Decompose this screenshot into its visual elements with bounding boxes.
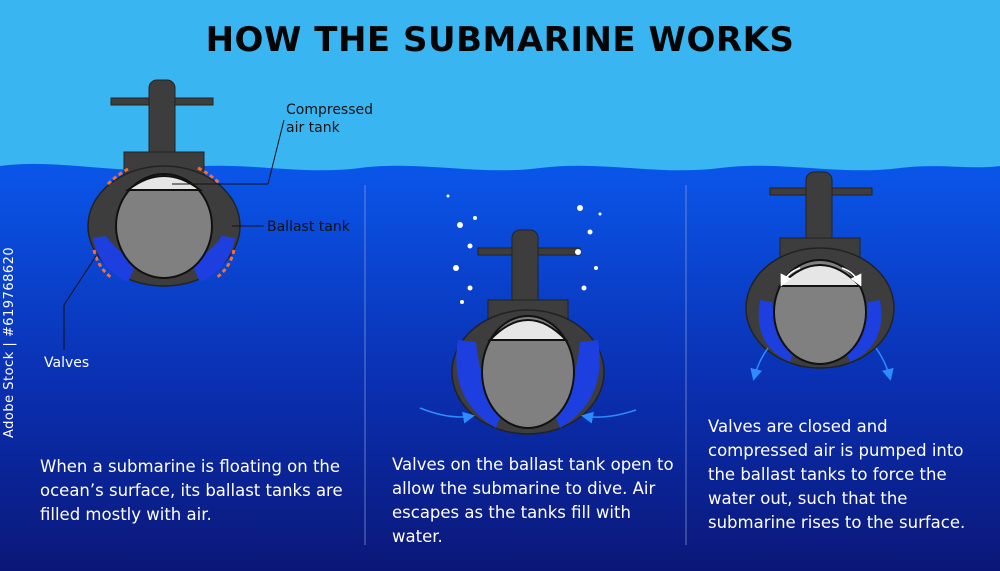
water-in-arrow-left [419, 407, 475, 424]
panel-3-description: Valves are closed and compressed air is … [708, 417, 966, 532]
water-out-arrow-left [750, 347, 769, 381]
bubble [446, 194, 450, 198]
bubble [594, 266, 598, 270]
pressure-hull [115, 173, 213, 279]
panel-1-description: When a submarine is floating on the ocea… [40, 457, 343, 524]
bubble [467, 243, 473, 249]
compressed-air-tank [125, 175, 203, 191]
label-ballast-tank: Ballast tank [267, 219, 350, 235]
bubble [598, 212, 602, 216]
callout-line-valves [63, 255, 97, 306]
bubble [460, 300, 464, 304]
bubble [467, 285, 473, 291]
valve-top-left [106, 166, 131, 186]
label-compressed-air-tank: Compressed air tank [286, 102, 374, 136]
bubble [587, 229, 593, 235]
ballast-water-left [93, 236, 137, 282]
air-bubbles [446, 194, 602, 304]
bubble [473, 216, 477, 220]
submarine-surface [87, 79, 241, 287]
submarine-rising [745, 171, 895, 381]
bubble [453, 265, 459, 271]
ballast-water-right [191, 236, 235, 282]
label-valves: Valves [44, 355, 90, 371]
valve-bottom-right [215, 249, 236, 280]
compressed-air-tank [487, 319, 569, 341]
callout-line-air-tank [267, 119, 285, 185]
bubble [575, 249, 581, 255]
page-title: HOW THE SUBMARINE WORKS [205, 20, 795, 60]
air-flow-arrow-right [841, 267, 862, 287]
bubble [581, 285, 587, 291]
water-in-arrow-right [581, 409, 637, 424]
bubble [577, 205, 583, 211]
air-flow-arrow-left [780, 267, 801, 287]
pressure-hull [481, 315, 575, 429]
panel-2-description: Valves on the ballast tank open to allow… [392, 455, 674, 546]
stock-id-text: Adobe Stock | #619768620 [2, 246, 17, 438]
valve-top-right [197, 166, 222, 186]
bubble [457, 222, 463, 228]
water-out-arrow-right [875, 347, 894, 381]
valve-bottom-left [92, 249, 113, 280]
submarine-diving [419, 229, 637, 435]
